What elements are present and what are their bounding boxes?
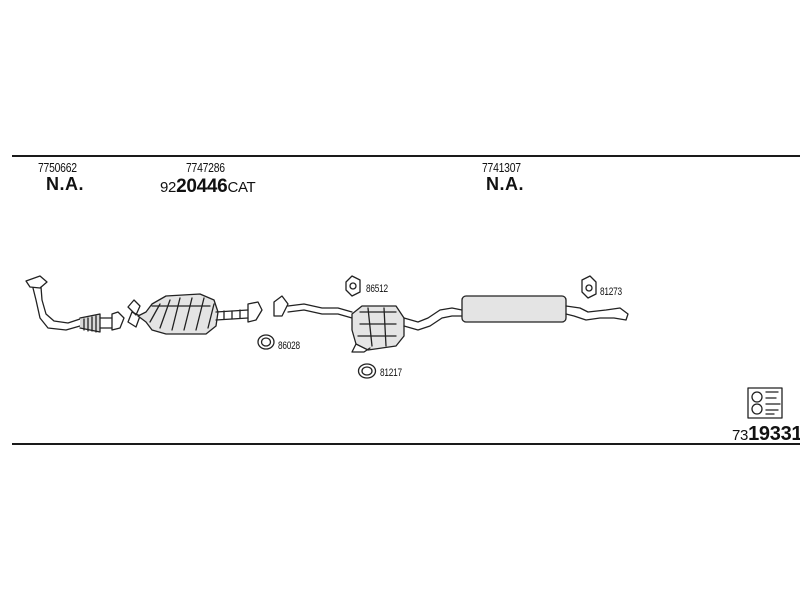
catalytic-converter — [128, 294, 262, 334]
catalyst-ref-main: 20446 — [176, 176, 228, 197]
catalyst-ref-suffix: CAT — [227, 179, 256, 196]
mount-86512 — [346, 276, 360, 296]
bottom-divider — [12, 443, 800, 445]
ring-81217 — [359, 364, 376, 378]
set-number: 7319331 — [732, 423, 800, 446]
mounting-kit-icon — [748, 388, 782, 418]
mount-label-2: 81273 — [600, 286, 622, 298]
rear-code: 7741307 — [482, 160, 521, 175]
ring-label-1: 81217 — [380, 367, 402, 379]
rear-status: N.A. — [486, 174, 524, 194]
front-pipe-code: 7750662 — [38, 160, 77, 175]
top-divider — [12, 155, 800, 157]
set-number-prefix: 73 — [732, 427, 749, 444]
rear-muffler — [462, 296, 628, 322]
gasket-label-1: 86028 — [278, 340, 300, 352]
mount-label-1: 86512 — [366, 283, 388, 295]
mount-81273 — [582, 276, 596, 298]
gasket-86028 — [258, 335, 274, 349]
set-number-main: 19331 — [748, 423, 800, 445]
catalyst-ref-prefix: 92 — [160, 179, 177, 196]
catalyst-ref: 9220446CAT — [160, 176, 256, 198]
front-pipe — [26, 276, 124, 332]
catalyst-code: 7747286 — [186, 160, 225, 175]
front-pipe-status: N.A. — [46, 174, 84, 194]
middle-section — [274, 296, 462, 352]
